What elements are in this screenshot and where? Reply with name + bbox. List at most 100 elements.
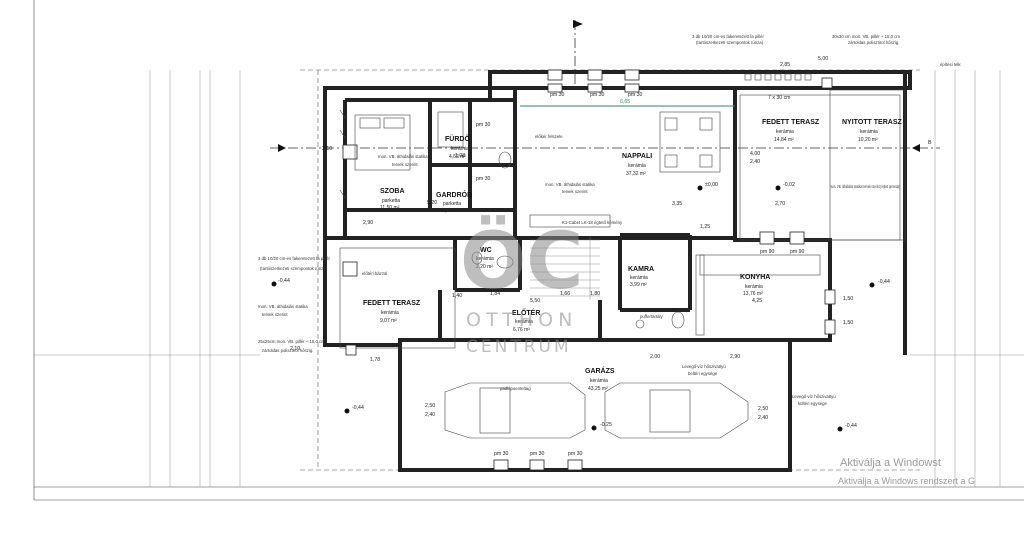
note-text: mon. VB. áthidalás statika [545,182,595,187]
room-name-wc: WC [480,247,492,254]
furniture [339,109,821,439]
room-area-wc: 2,20 m² [476,264,493,270]
room-name-kamra: KAMRA [628,266,654,273]
level-marks: ±0,00 -0,02 -0,25 -0,44 -0,44 -0,44 -0,4… [271,182,890,432]
room-material-gardrob: parketta [443,201,461,207]
dim-text: 1,25 [700,224,710,230]
pm-label: pm 30 [476,122,491,128]
note-text: tervek szerint [262,312,288,317]
activation-subtitle: Aktiválja a Windows rendszert a G [838,476,975,486]
dim-text: 5,00 [818,56,828,62]
dim-text: 2,50 [425,403,435,409]
level-text: -0,25 [600,422,612,428]
windows-activation-notice: Aktiválja a Windowst Aktiválja a Windows… [838,457,975,486]
building-walls [323,70,912,472]
room-area-fedett-terasz-w: 9,07 m² [380,318,397,324]
dim-text: 1,50 [843,320,853,326]
dim-text: 2,10 [290,346,300,352]
dim-text: 4,25 [752,298,762,304]
note-text: (tartószerkezeti szempontok rúnza) [260,266,328,271]
room-name-konyha: KONYHA [740,274,770,281]
dim-text: 2,40 [425,412,435,418]
room-name-szoba: SZOBA [380,188,405,195]
dim-text: 1,50 [843,296,853,302]
dim-text: 2,85 [780,62,790,68]
room-material-fedett-terasz-n: kerámia [776,129,794,135]
watermark-logo: ÖC [460,215,584,307]
dim-text: 6,65 [620,99,630,105]
pm-label: pm 30 [550,92,565,98]
room-area-gardrob: 3,68 m² [442,208,459,214]
level-text: -0,44 [278,278,290,284]
note-text: beltéri egysége [688,371,718,376]
dim-text: 1,08 [455,153,465,159]
dim-text: 7 x 30 cm [768,95,791,101]
room-material-nyitott-terasz: kerámia [860,129,878,135]
note-text: K1-Cabet LK-18 égtető kémény [562,220,623,225]
room-name-fedett-terasz-n: FEDETT TERASZ [762,119,820,126]
dimensions: 6,65 2,85 5,00 7 x 30 cm 4,00 2,40 2,70 … [290,56,853,421]
room-area-eloter: 6,76 m² [513,327,530,333]
note-text: zártoldas polisztirol hőszig. [262,348,313,353]
watermark-line2: CENTRUM [466,337,572,357]
note-text: tervek szerint [392,162,418,167]
note-text: építési telk [940,62,961,67]
note-text: zártoldas polisztirol hőszig. [848,40,899,45]
room-area-kamra: 3,99 m² [630,282,647,288]
level-text: -0,44 [845,423,857,429]
dim-text: 2,90 [363,220,373,226]
dim-text: 1,78 [370,357,380,363]
watermark: ÖC OTTHON CENTRUM [460,215,584,357]
note-text: 3 db 10/20 cm-es fakeretezett fa pillér [692,34,764,39]
room-area-szoba: 11,50 m² [380,205,400,211]
room-name-fedett-terasz-w: FEDETT TERASZ [363,300,421,307]
room-material-eloter: kerámia [515,319,533,325]
dim-text: 5,20 [427,200,437,206]
room-name-gardrob: GARDRÓB [436,190,472,199]
room-name-eloter: ELŐTÉR [512,308,540,317]
dim-text: 2,40 [758,415,768,421]
note-text: puffertartály [640,314,663,319]
pm-label: pm 30 [590,92,605,98]
dim-text: 2,10 [322,146,332,152]
dim-text: 1,40 [452,293,462,299]
level-text: -0,02 [783,182,795,188]
note-text: mon. VB. áthidalás statikai tervek szeri… [830,184,900,189]
room-name-garazs: GARÁZS [585,366,615,375]
note-text: padlópoenteltag [500,386,531,391]
section-axis: B [270,20,940,152]
room-material-furdo: kerámia [451,146,469,152]
dim-text: 1,80 [590,291,600,297]
dim-text: 2,00 [650,354,660,360]
room-material-garazs: kerámia [590,378,608,384]
watermark-line1: OTTHON [466,309,577,331]
room-area-furdo: 4,62 m² [449,154,466,160]
room-area-garazs: 43,25 m² [588,386,608,392]
pm-label: pm 30 [494,451,509,457]
dim-text: 3,35 [672,201,682,207]
room-name-furdo: FÜRDŐ [445,134,470,143]
pm-label: pm 30 [628,92,643,98]
note-text: mon. VB. áthidalás statika [378,154,428,159]
room-material-konyha: kerámia [745,284,763,290]
note-text: kültéri egysége [798,401,828,406]
room-name-nyitott-terasz: NYITOTT TERASZ [842,119,902,126]
level-text: ±0,00 [705,182,718,188]
level-text: -0,44 [878,279,890,285]
pm-label: pm 90 [790,249,805,255]
dim-text: 5,50 [530,298,540,304]
annotations: előkér felszele előtéri bázzal K1-Cabet … [258,34,961,406]
pm-label: pm 30 [568,451,583,457]
dim-text: 2,50 [758,406,768,412]
note-text: előkér felszele [535,134,563,139]
activation-title: Aktiválja a Windowst [840,457,941,469]
dim-text: 2,40 [750,159,760,165]
dim-text: 1,66 [560,291,570,297]
dim-text: 4,00 [750,151,760,157]
axis-label-b: B [928,140,932,146]
note-text: 30x30 cm mon. VB. pillér + 15,0 cm [832,34,900,39]
pm-label: pm 30 [530,451,545,457]
note-text: 3 db 10/20 cm-es fakeretezett fa pillér [258,256,330,261]
dim-text: 1,84 [490,291,500,297]
